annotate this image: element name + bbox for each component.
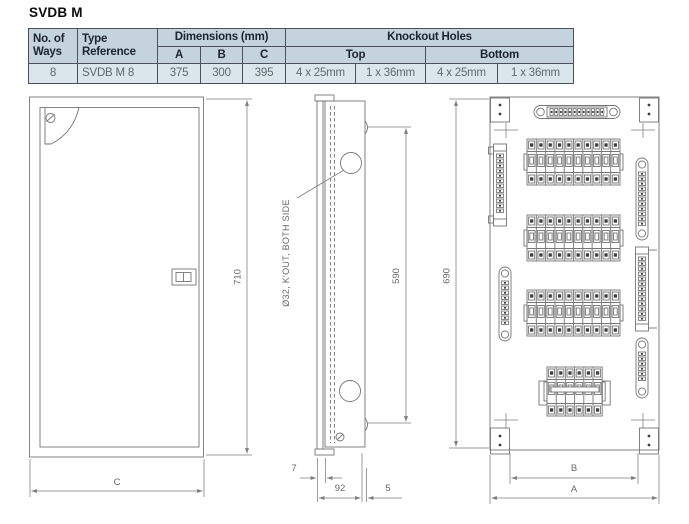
cell-type-reference: SVDB M 8 [77, 63, 158, 84]
col-header-top: Top [285, 46, 426, 64]
mounting-brackets [490, 97, 659, 455]
technical-drawings: 710 C Ø32, K'OUT, BOTH SIDE [29, 94, 660, 504]
front-height-dimension: 710 [233, 269, 244, 285]
col-header-ways: No. of Ways [28, 28, 78, 64]
offset-dimension: 5 [385, 483, 390, 494]
depth-dimension: 92 [335, 483, 346, 494]
front-width-dimension: C [114, 477, 121, 488]
knockout-hole-top [340, 152, 362, 174]
internal-height-dimension: 690 [442, 268, 453, 284]
cell-dim-a: 375 [157, 63, 201, 84]
col-header-b: B [200, 46, 243, 64]
col-header-bottom: Bottom [425, 46, 574, 64]
table-row: 8 SVDB M 8 375 300 395 4 x 25mm 1 x 36mm… [28, 63, 574, 84]
page-title: SVDB M [29, 5, 83, 20]
col-header-dimensions: Dimensions (mm) [157, 28, 286, 47]
knockout-note: Ø32, K'OUT, BOTH SIDE [281, 199, 291, 307]
knockout-hole-bottom [339, 380, 361, 402]
col-header-knockout-holes: Knockout Holes [285, 28, 574, 47]
front-view-drawing: 710 C [29, 96, 252, 497]
screw-icon [335, 432, 345, 442]
spec-table: No. of Ways Type Reference Dimensions (m… [28, 28, 574, 84]
cell-dim-c: 395 [242, 63, 286, 84]
breakers-and-terminals [488, 105, 657, 417]
col-header-type-reference: Type Reference [77, 28, 158, 64]
centerline-marks [494, 123, 655, 428]
hinge-corner-detail [44, 107, 80, 145]
cell-dim-b: 300 [200, 63, 243, 84]
cell-knockout-top-2: 1 x 36mm [355, 63, 426, 84]
internal-inner-width-dimension: B [571, 463, 577, 474]
door-latch [171, 268, 197, 286]
cell-knockout-bottom-1: 4 x 25mm [425, 63, 498, 84]
internal-view-drawing: 690 B A [442, 96, 660, 504]
cell-ways: 8 [28, 63, 78, 84]
col-header-a: A [157, 46, 201, 64]
screw-icon [45, 113, 56, 123]
door-gap-dimension: 7 [291, 463, 296, 474]
cell-knockout-bottom-2: 1 x 36mm [497, 63, 574, 84]
side-inner-height-dimension: 590 [391, 268, 402, 284]
side-view-drawing: Ø32, K'OUT, BOTH SIDE 590 7 92 5 [281, 94, 411, 502]
cell-knockout-top-1: 4 x 25mm [285, 63, 356, 84]
internal-outer-width-dimension: A [571, 484, 578, 495]
col-header-c: C [242, 46, 286, 64]
